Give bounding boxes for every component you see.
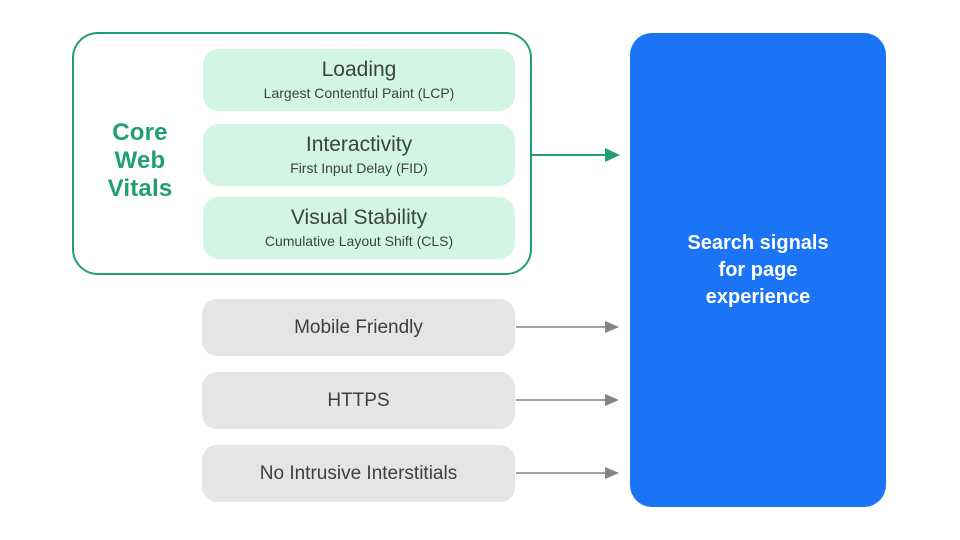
vital-subtitle-fid: First Input Delay (FID)	[290, 160, 428, 176]
search-signals-label: Search signals for page experience	[687, 231, 829, 308]
vital-card-loading: Loading Largest Contentful Paint (LCP)	[203, 49, 515, 111]
arrow-head-icon	[605, 394, 619, 406]
arrow-line	[516, 399, 608, 401]
search-signals-box: Search signals for page experience	[630, 33, 886, 507]
arrow-head-icon	[605, 321, 619, 333]
vital-title-loading: Loading	[321, 58, 397, 81]
vital-title-visual-stability: Visual Stability	[290, 206, 428, 229]
arrow-head-icon	[605, 467, 619, 479]
vital-subtitle-cls: Cumulative Layout Shift (CLS)	[264, 233, 454, 249]
arrow-line	[516, 472, 608, 474]
arrow-line	[532, 154, 609, 156]
vital-subtitle-lcp: Largest Contentful Paint (LCP)	[263, 85, 455, 101]
signal-pill-mobile-friendly: Mobile Friendly	[202, 299, 515, 356]
arrow-head-icon	[605, 148, 620, 162]
arrow-line	[516, 326, 608, 328]
core-web-vitals-label: Core Web Vitals	[107, 119, 173, 202]
core-web-vitals-group: Core Web Vitals Loading Largest Contentf…	[72, 32, 532, 275]
vital-card-visual-stability: Visual Stability Cumulative Layout Shift…	[203, 197, 515, 259]
vital-card-interactivity: Interactivity First Input Delay (FID)	[203, 124, 515, 186]
signal-pill-https: HTTPS	[202, 372, 515, 429]
signal-pill-no-intrusive-interstitials: No Intrusive Interstitials	[202, 445, 515, 502]
vital-title-interactivity: Interactivity	[305, 133, 413, 156]
